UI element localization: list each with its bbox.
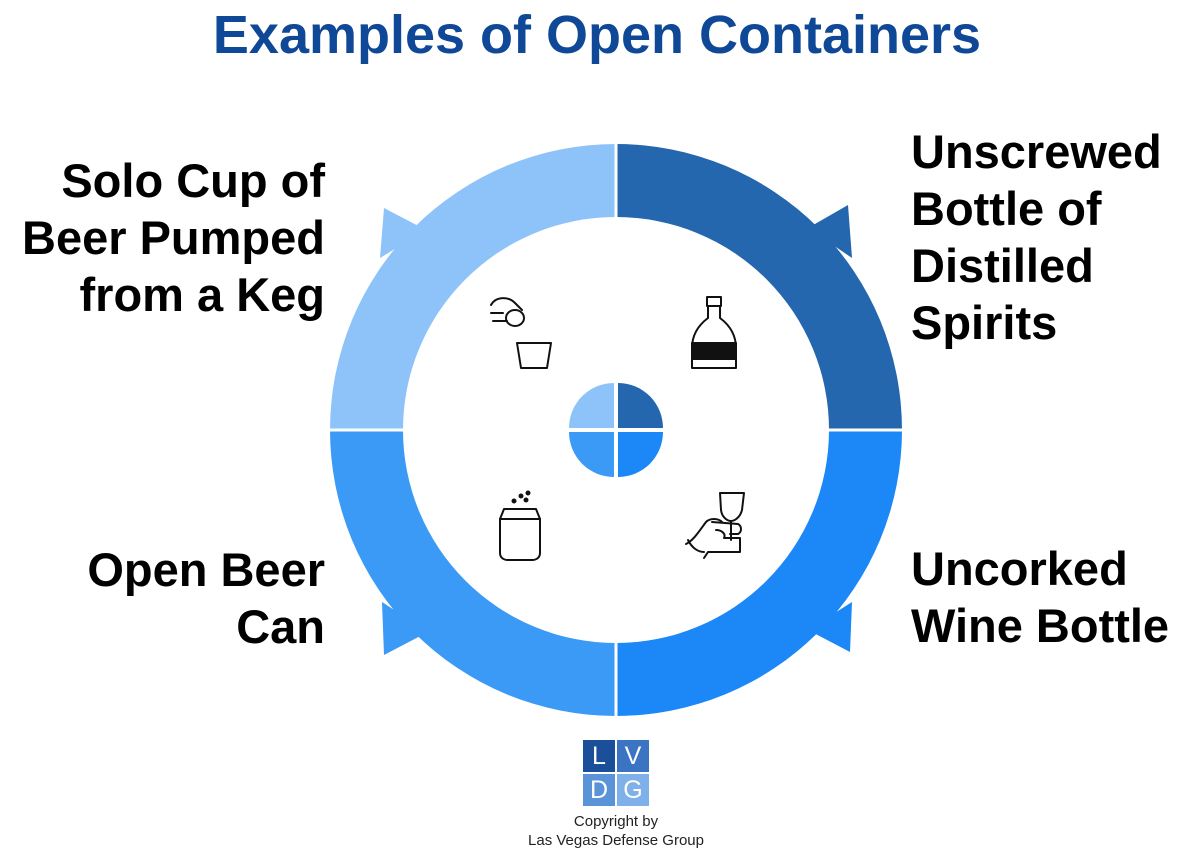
label-top-left: Solo Cup of Beer Pumped from a Keg <box>22 154 325 321</box>
arrow-bottom-right <box>808 602 852 652</box>
label-top-right: Unscrewed Bottle of Distilled Spirits <box>911 125 1162 349</box>
open-beer-can-icon <box>499 490 541 561</box>
copyright-line-2: Las Vegas Defense Group <box>528 832 704 849</box>
copyright-line-1: Copyright by <box>573 813 659 830</box>
label-bottom-left: Open Beer Can <box>87 543 325 653</box>
arrow-bottom-left <box>382 602 428 655</box>
center-pie-top-right <box>618 383 663 428</box>
copyright-notice: Copyright by Las Vegas Defense Group <box>0 812 1194 850</box>
segment-bottom-right <box>616 430 902 716</box>
keg-pump-cup-icon <box>490 297 552 369</box>
arrow-top-left <box>380 208 426 258</box>
logo-letter-v: V <box>617 740 649 772</box>
lvdg-logo: L V D G <box>583 740 649 806</box>
segment-top-right <box>616 144 902 430</box>
logo-letter-d: D <box>583 774 615 806</box>
page-title: Examples of Open Containers <box>212 5 982 65</box>
logo-letter-l: L <box>583 740 615 772</box>
center-pie-bottom-left <box>569 432 614 477</box>
center-pie-bottom-right <box>618 432 663 477</box>
segment-bottom-left <box>330 430 616 716</box>
ring-dividers <box>326 140 906 720</box>
segment-top-left <box>330 144 616 430</box>
liquor-bottle-icon <box>691 296 737 369</box>
label-bottom-right: Uncorked Wine Bottle <box>911 542 1170 652</box>
hand-holding-wine-glass-icon <box>685 492 745 559</box>
center-pie-top-left <box>569 383 614 428</box>
arrow-top-right <box>808 205 852 258</box>
logo-letter-g: G <box>617 774 649 806</box>
center-pie <box>569 383 663 477</box>
